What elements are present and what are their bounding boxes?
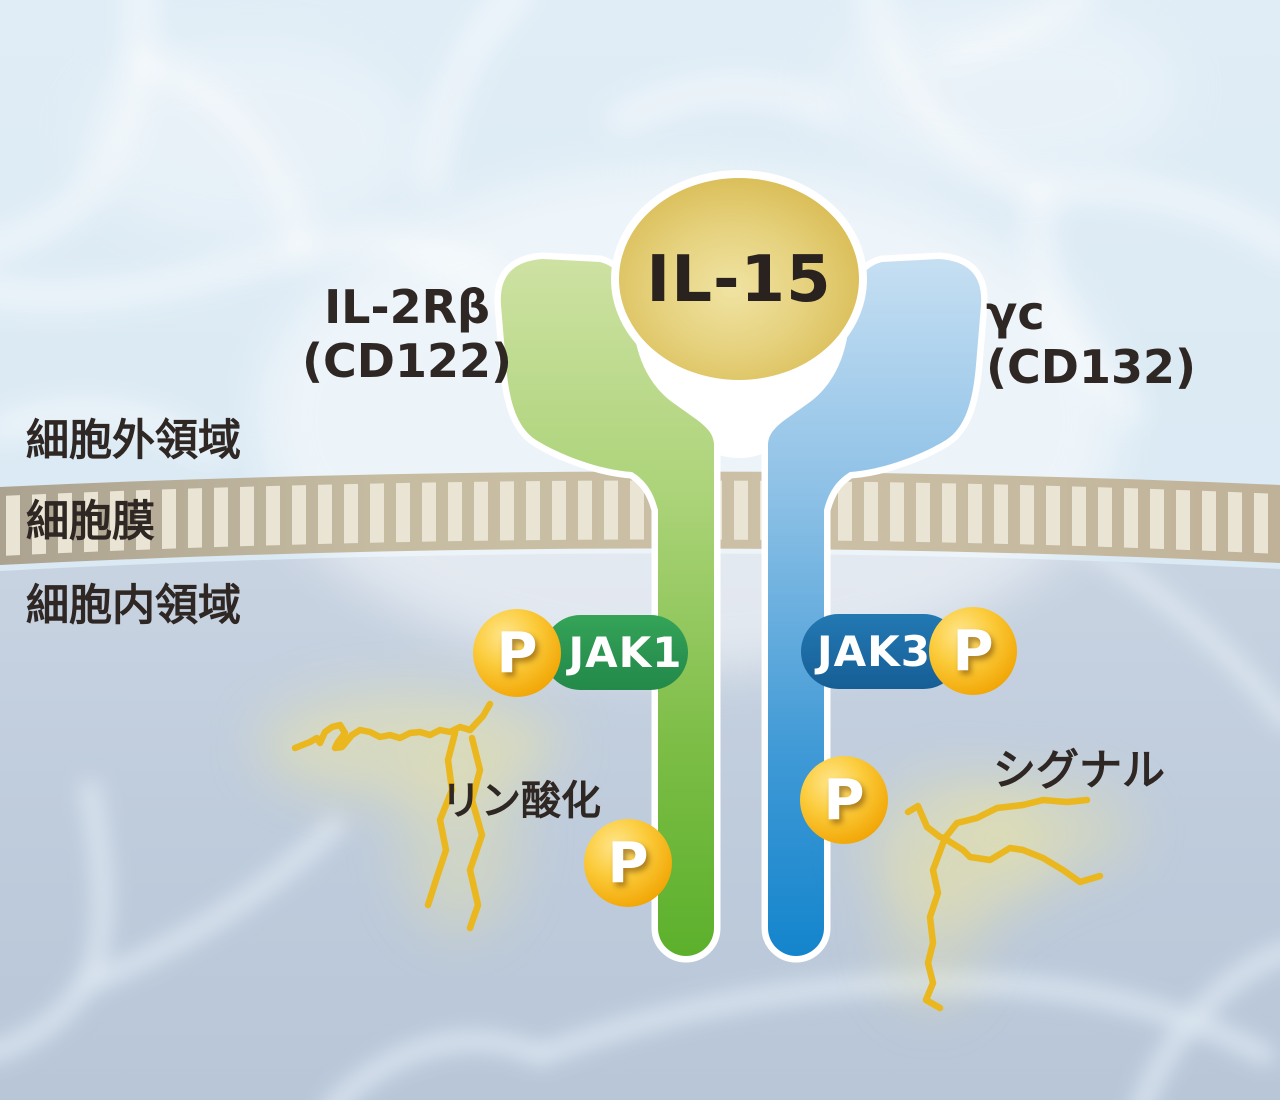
jak3-kinase: JAK3 [801, 614, 961, 689]
phosphorylation-label: リン酸化 [441, 778, 601, 824]
receptor-left-name: IL-2Rβ [324, 280, 490, 334]
membrane-stripes [0, 480, 1280, 556]
receptor-left-cd: (CD122) [301, 334, 512, 389]
region-intracellular-label: 細胞内領域 [26, 581, 241, 631]
jak1-kinase: JAK1 [543, 615, 688, 690]
region-extracellular-label: 細胞外領域 [26, 416, 241, 466]
receptor-right-cd: (CD132) [986, 340, 1197, 395]
region-membrane-label: 細胞膜 [26, 497, 155, 547]
signal-label: シグナル [993, 746, 1165, 796]
receptor-right-name: γc [986, 286, 1045, 340]
phosphate-left-stalk: P [584, 819, 672, 907]
il15-ligand-shape [611, 170, 867, 388]
receptor-left-label: IL-2Rβ (CD122) [282, 280, 532, 389]
spark-right [904, 796, 1104, 1012]
phosphate-jak3: P [929, 607, 1017, 695]
il15-ligand-label: IL-15 [646, 243, 832, 317]
receptor-right-label: γc (CD132) [986, 286, 1246, 395]
membrane-band [0, 471, 1280, 565]
spark-left [291, 700, 494, 932]
phosphate-jak1: P [473, 609, 561, 697]
phosphate-right-stalk: P [800, 756, 888, 844]
